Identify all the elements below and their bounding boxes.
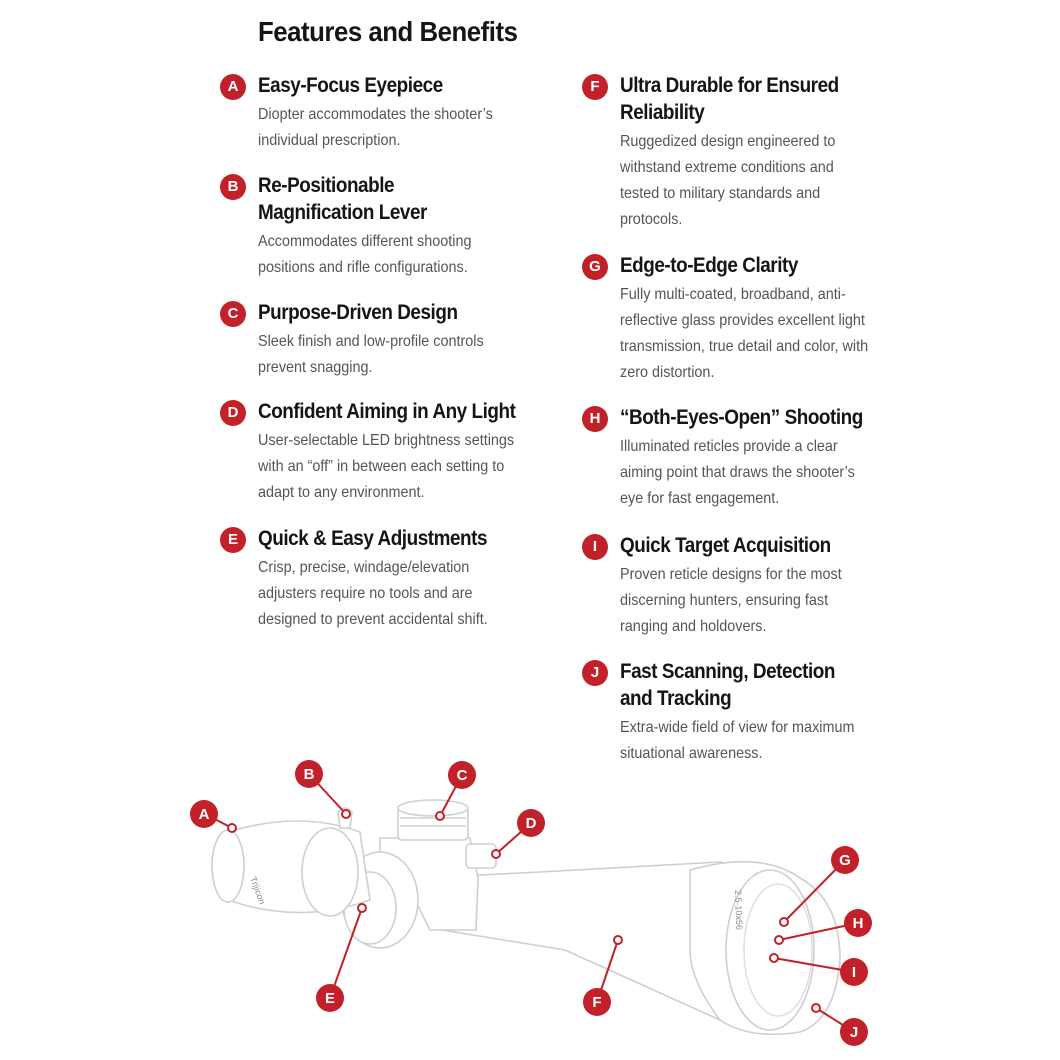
feature-badge: J	[582, 660, 608, 686]
svg-text:G: G	[839, 852, 851, 869]
feature-description: Proven reticle designs for the most disc…	[620, 566, 842, 635]
feature-e: E Quick & Easy Adjustments Crisp, precis…	[220, 525, 548, 633]
callout-a: A	[190, 800, 218, 828]
feature-badge: G	[582, 254, 608, 280]
feature-description: Diopter accommodates the shooter’s indiv…	[258, 106, 493, 149]
feature-heading: Quick & Easy Adjustments	[258, 527, 488, 550]
feature-description: Ruggedized design engineered to withstan…	[620, 133, 836, 228]
svg-text:H: H	[853, 915, 864, 932]
feature-description: Fully multi-coated, broadband, anti-refl…	[620, 286, 869, 381]
callout-d: D	[517, 809, 545, 837]
callout-dots	[227, 809, 821, 1013]
svg-text:F: F	[592, 994, 601, 1011]
callout-j: J	[840, 1018, 868, 1046]
feature-heading: Easy-Focus Eyepiece	[258, 74, 443, 97]
feature-h: H “Both-Eyes-Open” Shooting Illuminated …	[582, 404, 910, 512]
feature-heading: “Both-Eyes-Open” Shooting	[620, 406, 863, 429]
feature-badge: H	[582, 406, 608, 432]
feature-g: G Edge-to-Edge Clarity Fully multi-coate…	[582, 252, 910, 386]
feature-badge: E	[220, 527, 246, 553]
feature-badge: I	[582, 534, 608, 560]
riflescope-outline	[211, 799, 841, 1036]
feature-badge: A	[220, 74, 246, 100]
feature-a: A Easy-Focus Eyepiece Diopter accommodat…	[220, 72, 548, 154]
feature-j: J Fast Scanning, Detection and Tracking …	[582, 658, 910, 767]
svg-text:E: E	[325, 990, 335, 1007]
feature-badge: B	[220, 174, 246, 200]
feature-description: Accommodates different shooting position…	[258, 233, 472, 276]
feature-d: D Confident Aiming in Any Light User-sel…	[220, 398, 548, 506]
feature-b: B Re-Positionable Magnification Lever Ac…	[220, 172, 548, 281]
callout-c: C	[448, 761, 476, 789]
callout-e: E	[316, 984, 344, 1012]
feature-description: Crisp, precise, windage/elevation adjust…	[258, 559, 488, 628]
feature-f: F Ultra Durable for Ensured Reliability …	[582, 72, 910, 233]
svg-text:A: A	[199, 806, 210, 823]
callout-h: H	[844, 909, 872, 937]
feature-badge: F	[582, 74, 608, 100]
feature-description: Sleek finish and low-profile controls pr…	[258, 333, 484, 376]
callout-i: I	[840, 958, 868, 986]
feature-heading: Fast Scanning, Detection and Tracking	[620, 660, 835, 710]
page-title: Features and Benefits	[258, 16, 518, 47]
feature-heading: Ultra Durable for Ensured Reliability	[620, 74, 839, 124]
feature-description: User-selectable LED brightness settings …	[258, 432, 515, 501]
feature-heading: Purpose-Driven Design	[258, 301, 458, 324]
callout-f: F	[583, 988, 611, 1016]
svg-text:C: C	[457, 767, 468, 784]
feature-heading: Confident Aiming in Any Light	[258, 400, 516, 423]
riflescope-diagram: Trijicon 2.5-10x56 A B C	[190, 760, 872, 1046]
feature-description: Illuminated reticles provide a clear aim…	[620, 438, 855, 507]
feature-description: Extra-wide field of view for maximum sit…	[620, 719, 855, 762]
svg-text:J: J	[850, 1024, 858, 1041]
feature-heading: Quick Target Acquisition	[620, 534, 831, 557]
svg-text:B: B	[304, 766, 315, 783]
feature-c: C Purpose-Driven Design Sleek finish and…	[220, 299, 548, 381]
feature-badge: D	[220, 400, 246, 426]
svg-text:I: I	[852, 964, 856, 981]
feature-heading: Re-Positionable Magnification Lever	[258, 174, 427, 224]
feature-i: I Quick Target Acquisition Proven reticl…	[582, 532, 910, 640]
feature-heading: Edge-to-Edge Clarity	[620, 254, 798, 277]
feature-badge: C	[220, 301, 246, 327]
svg-text:D: D	[526, 815, 537, 832]
callout-g: G	[831, 846, 859, 874]
scope-model-text: 2.5-10x56	[733, 890, 744, 930]
callout-b: B	[295, 760, 323, 788]
